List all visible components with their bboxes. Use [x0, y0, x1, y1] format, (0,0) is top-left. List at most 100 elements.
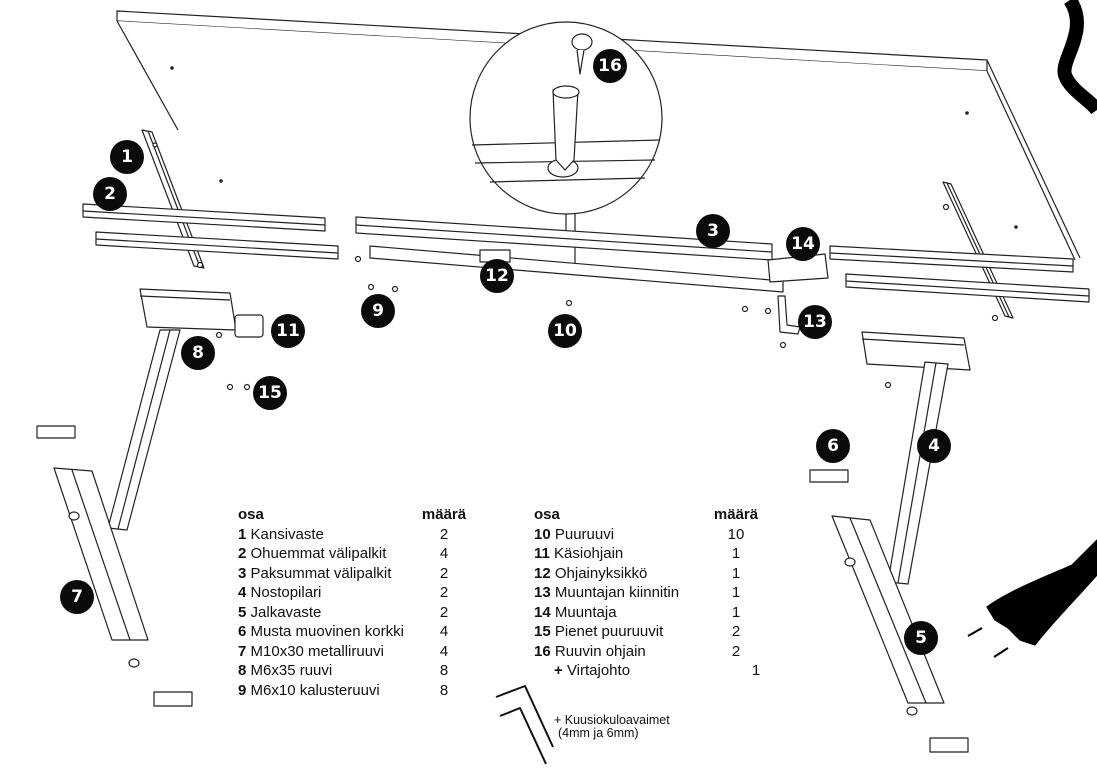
- part-qty: 10: [727, 525, 745, 543]
- part-name: Muuntaja: [554, 603, 617, 621]
- header-part: osa: [238, 506, 264, 523]
- parts-row: 13 Muuntajan kiinnitin 1: [534, 583, 780, 603]
- part-number: 14: [534, 603, 551, 621]
- part-qty: 8: [439, 662, 449, 679]
- left-leg-assembly: [36, 288, 264, 707]
- part-number: 6: [238, 623, 247, 640]
- part-11-hand-controller: [234, 314, 264, 338]
- part-name: Nostopilari: [250, 584, 322, 601]
- part-number: 5: [238, 603, 247, 621]
- parts-row: 12 Ohjainyksikkö 1: [534, 564, 780, 584]
- parts-list-left: osa määrä 1 Kansivaste 2 2 Ohuemmat välip…: [238, 505, 468, 700]
- part-name: M10x30 metalliruuvi: [250, 642, 384, 660]
- part-name: M6x35 ruuvi: [250, 662, 333, 679]
- part-qty: 4: [439, 642, 449, 660]
- part-number: 1: [238, 525, 247, 543]
- part-number: 8: [238, 662, 247, 679]
- part-number: 3: [238, 564, 247, 582]
- part-qty: 2: [439, 564, 449, 582]
- callout-badge-13: 13: [798, 305, 832, 339]
- parts-row: 5 Jalkavaste 2: [238, 603, 468, 623]
- part-number: 9: [238, 681, 247, 699]
- callout-badge-1: 1: [110, 140, 144, 174]
- callout-badge-2: 2: [93, 177, 127, 211]
- part-number: 4: [238, 584, 247, 601]
- callout-badge-5: 5: [904, 621, 938, 655]
- part-name: Musta muovinen korkki: [250, 623, 404, 640]
- callout-badge-7: 7: [60, 580, 94, 614]
- parts-row: 15 Pienet puuruuvit 2: [534, 622, 780, 642]
- part-qty: 2: [731, 623, 741, 640]
- callout-badge-15: 15: [253, 376, 287, 410]
- part-6-plastic-cap-right-top: [809, 469, 849, 483]
- hex-keys-note-line2: (4mm ja 6mm): [558, 726, 639, 740]
- part-qty: 1: [751, 662, 761, 679]
- parts-row: + Virtajohto 1: [534, 661, 780, 681]
- callout-badge-3: 3: [696, 214, 730, 248]
- part-qty: 8: [439, 681, 449, 699]
- parts-row: 1 Kansivaste 2: [238, 525, 468, 545]
- callout-badge-9: 9: [361, 294, 395, 328]
- callout-badge-12: 12: [480, 259, 514, 293]
- part-number: 15: [534, 623, 551, 640]
- parts-row: 9 M6x10 kalusteruuvi 8: [238, 681, 468, 701]
- part-13-transformer-bracket: [777, 295, 801, 335]
- right-leg-assembly: [809, 331, 971, 753]
- part-name: Paksummat välipalkit: [250, 564, 392, 582]
- part-name: Pienet puuruuvit: [554, 623, 664, 640]
- part-qty: 2: [439, 603, 449, 621]
- parts-row: 7 M10x30 metalliruuvi 4: [238, 642, 468, 662]
- part-qty: 4: [439, 623, 449, 640]
- part-number: 11: [534, 545, 550, 562]
- parts-row: 14 Muuntaja 1: [534, 603, 780, 623]
- power-plug: [967, 539, 1097, 658]
- part-qty: 2: [731, 642, 741, 660]
- part-name: Jalkavaste: [250, 603, 322, 621]
- part-qty: 1: [731, 584, 741, 601]
- part-qty: 1: [731, 603, 741, 621]
- header-part: osa: [534, 506, 560, 523]
- callout-badge-6: 6: [816, 429, 850, 463]
- part-name: M6x10 kalusteruuvi: [250, 681, 380, 699]
- callout-badge-8: 8: [181, 336, 215, 370]
- part-qty: 1: [731, 564, 741, 582]
- header-qty: määrä: [421, 506, 467, 523]
- part-name: Puuruuvi: [554, 525, 615, 543]
- part-name: Virtajohto: [566, 662, 631, 679]
- part-qty: 4: [439, 545, 449, 562]
- part-6-plastic-cap-right-bottom: [929, 737, 969, 753]
- hex-keys-note-line1: + Kuusiokuloavaimet: [554, 713, 670, 727]
- part-number: 12: [534, 564, 551, 582]
- header-qty: määrä: [713, 506, 759, 523]
- callout-badge-4: 4: [917, 429, 951, 463]
- part-name: Muuntajan kiinnitin: [554, 584, 680, 601]
- callout-badge-10: 10: [548, 314, 582, 348]
- part-2-thin-beams-right: [829, 245, 1090, 303]
- screws: [152, 142, 999, 391]
- part-number: 13: [534, 584, 551, 601]
- part-number: +: [554, 662, 563, 679]
- part-name: Ohjainyksikkö: [554, 564, 648, 582]
- part-6-plastic-cap-left-bottom: [153, 691, 193, 707]
- part-name: Ruuvin ohjain: [554, 642, 646, 660]
- callout-badge-14: 14: [786, 227, 820, 261]
- part-qty: 2: [439, 525, 449, 543]
- part-2-thin-beams-left: [82, 203, 339, 260]
- parts-row: 6 Musta muovinen korkki 4: [238, 622, 468, 642]
- part-name: Kansivaste: [250, 525, 324, 543]
- part-number: 10: [534, 525, 551, 543]
- parts-row: 3 Paksummat välipalkit 2: [238, 564, 468, 584]
- part-name: Käsiohjain: [554, 545, 624, 562]
- part-name: Ohuemmat välipalkit: [250, 545, 387, 562]
- part-number: 7: [238, 642, 247, 660]
- hex-keys: [495, 685, 554, 765]
- power-cord-top: [1057, 0, 1097, 115]
- callout-badge-16: 16: [593, 49, 627, 83]
- callout-badge-11: 11: [271, 314, 305, 348]
